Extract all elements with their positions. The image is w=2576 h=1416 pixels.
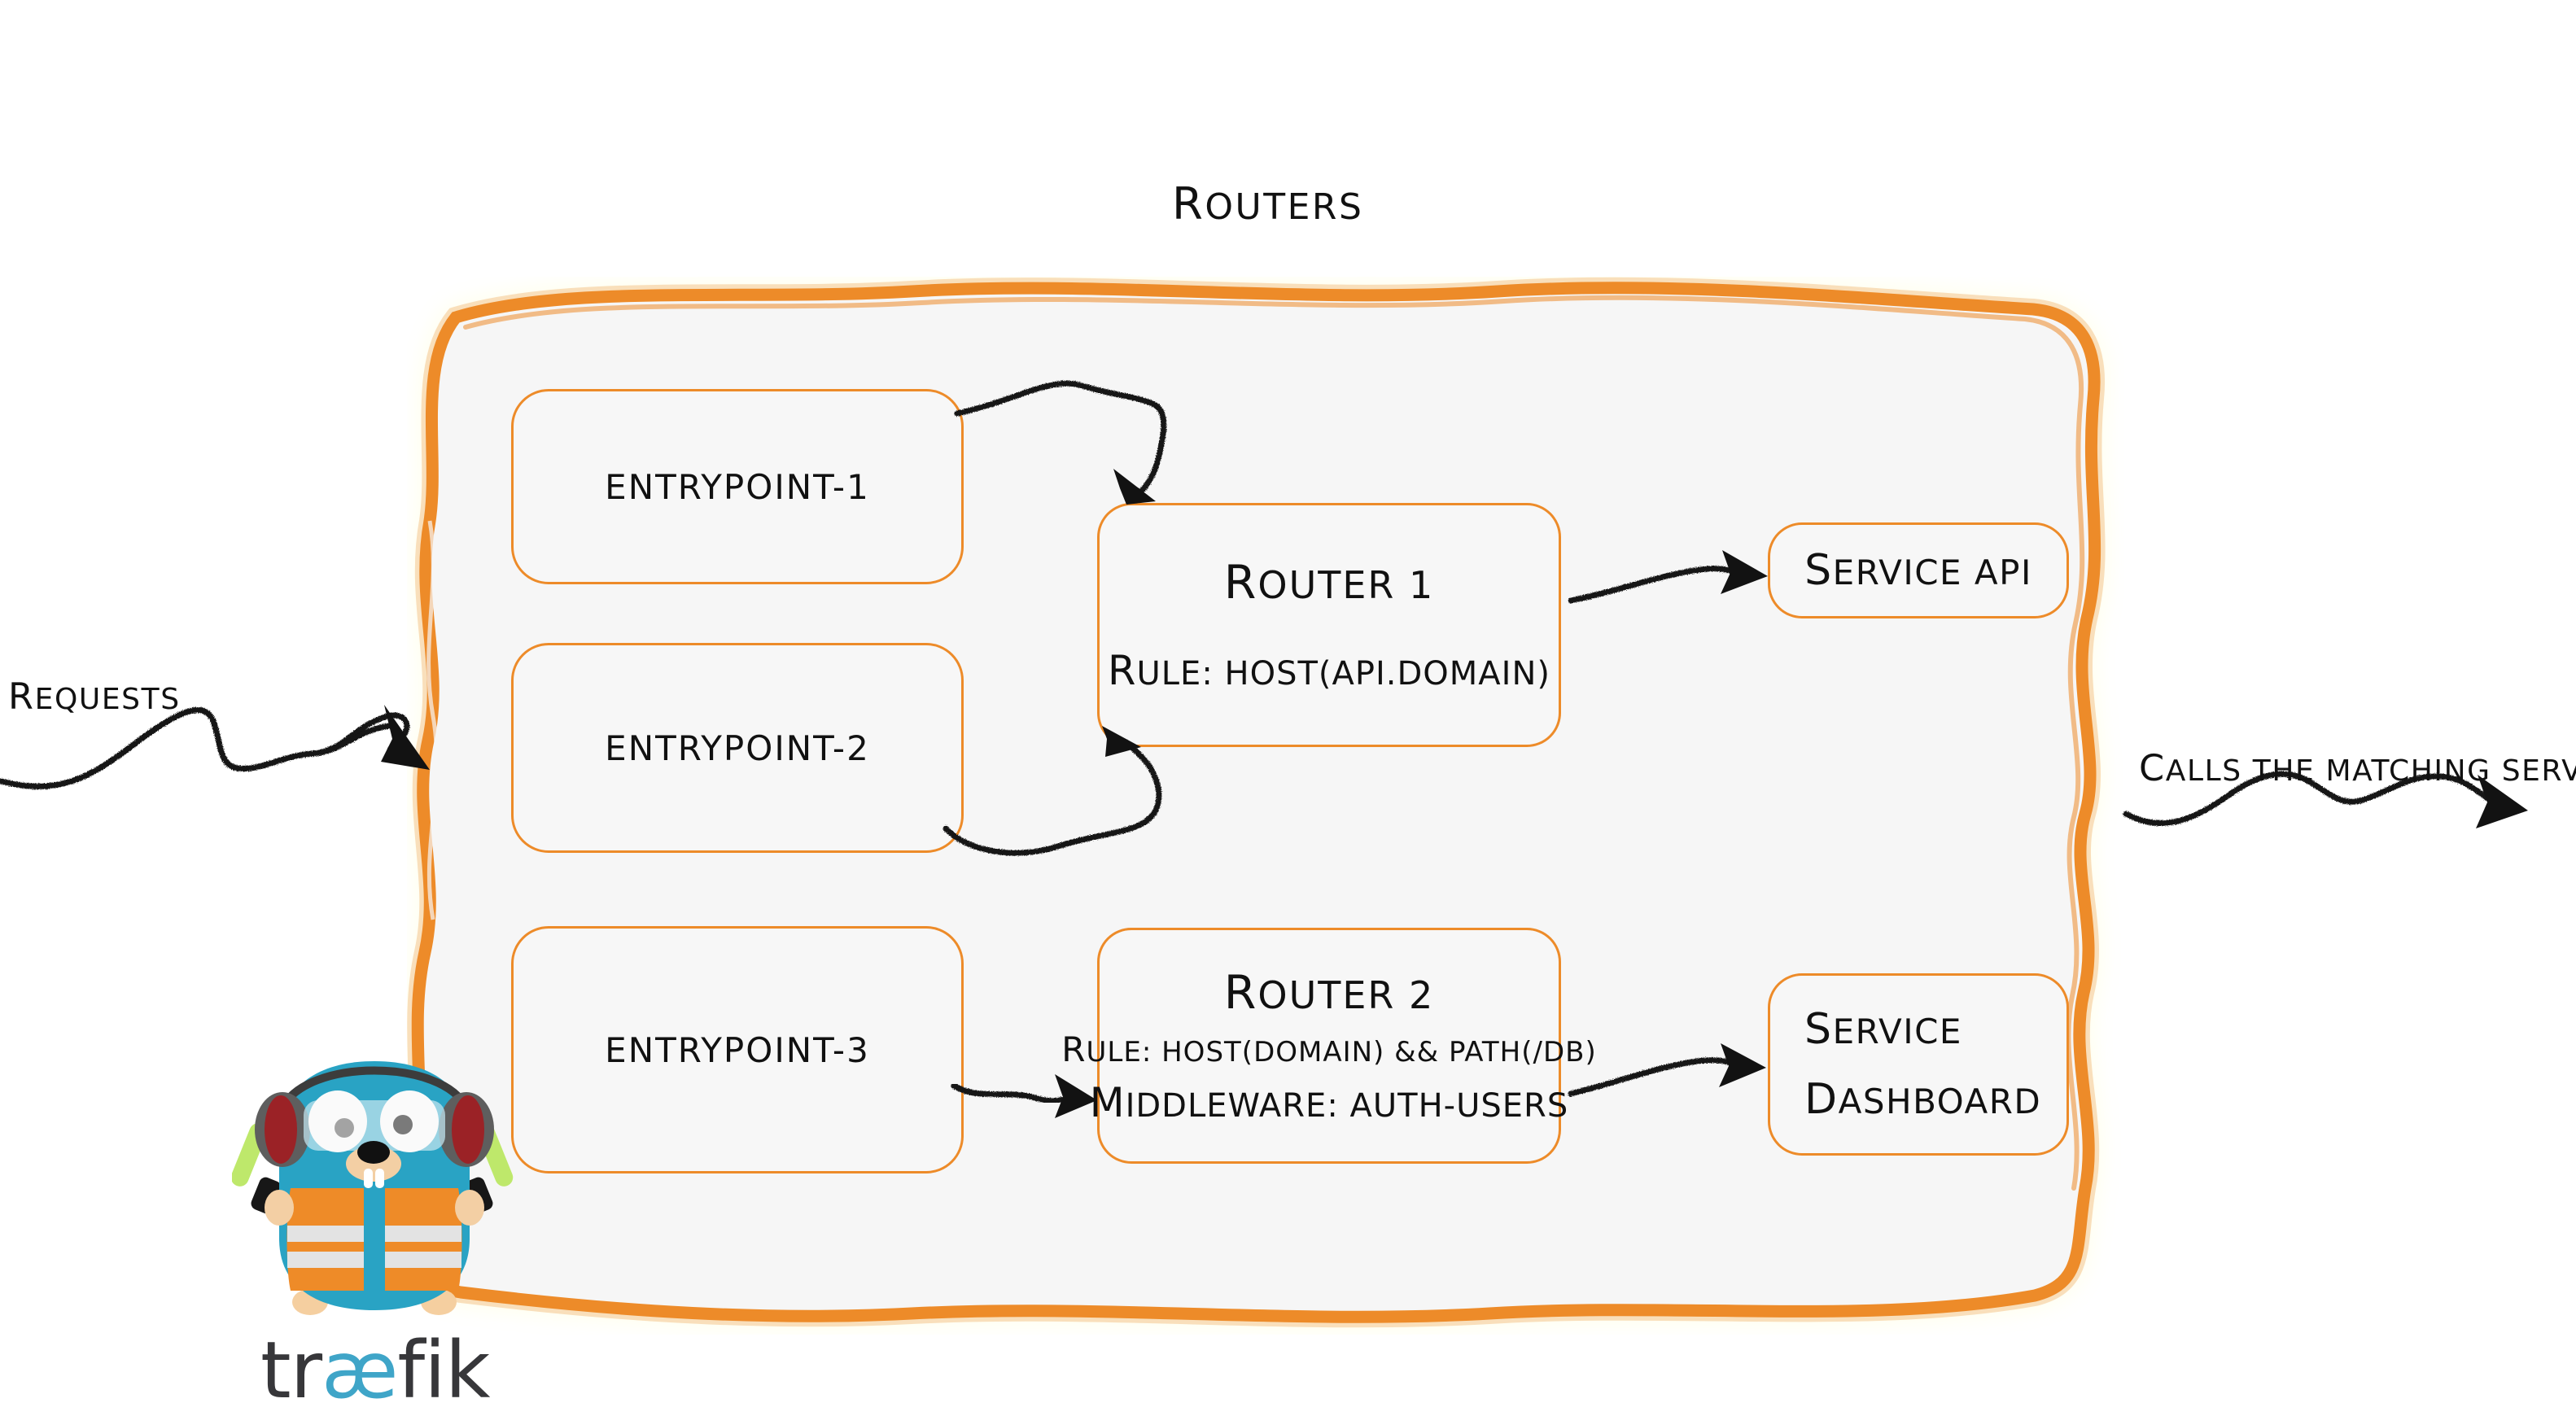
page-title: Routers: [1172, 177, 1364, 229]
arrow-calls-matching-server: [2123, 771, 2528, 828]
entrypoint-label-1: entrypoint-1: [605, 466, 870, 507]
traefik-wordmark: træfik: [260, 1325, 490, 1416]
router-box-2[interactable]: Router 2 rule: Host(domain) && Path(/db)…: [1061, 928, 1596, 1164]
service-dashboard-label-line2: Dashboard: [1804, 1075, 2042, 1124]
wordmark-part-1: tr: [260, 1325, 322, 1416]
router-title-1: Router 1: [1223, 556, 1435, 610]
service-dashboard-label-line1: Service: [1804, 1005, 1962, 1054]
arrow-requests: [0, 705, 430, 789]
service-api-label: Service API: [1804, 546, 2032, 595]
entrypoint-label-2: entrypoint-2: [605, 728, 870, 768]
router-rule-2: rule: Host(domain) && Path(/db): [1061, 1029, 1597, 1069]
entrypoint-label-3: entrypoint-3: [605, 1029, 870, 1070]
wordmark-ae: æ: [321, 1325, 398, 1416]
arrow-router2-servicedashboard: [1568, 1043, 1766, 1097]
service-box-api[interactable]: Service API: [1768, 522, 2069, 618]
router-rule-1: rule: Host(api.domain): [1108, 647, 1550, 694]
arrow-entrypoint3-router2: [951, 1074, 1097, 1118]
arrow-entrypoint2-router1: [942, 726, 1162, 856]
arrow-router1-serviceapi: [1568, 550, 1768, 604]
traefik-logo: [232, 1034, 517, 1408]
entrypoint-box-1[interactable]: entrypoint-1: [511, 389, 964, 584]
entrypoint-box-2[interactable]: entrypoint-2: [511, 643, 964, 853]
caption-calls-matching-server: Calls the matching server: [2139, 747, 2576, 789]
service-box-dashboard[interactable]: Service Dashboard: [1768, 973, 2069, 1156]
router-title-2: Router 2: [1223, 965, 1435, 1020]
router-box-1[interactable]: Router 1 rule: Host(api.domain): [1097, 503, 1561, 747]
router-middleware-2: Middleware: auth-users: [1089, 1078, 1569, 1126]
wordmark-part-2: fik: [397, 1325, 490, 1416]
arrow-entrypoint1-router1: [954, 380, 1167, 505]
entrypoint-box-3[interactable]: entrypoint-3: [511, 926, 964, 1173]
caption-requests: Requests: [8, 675, 181, 718]
